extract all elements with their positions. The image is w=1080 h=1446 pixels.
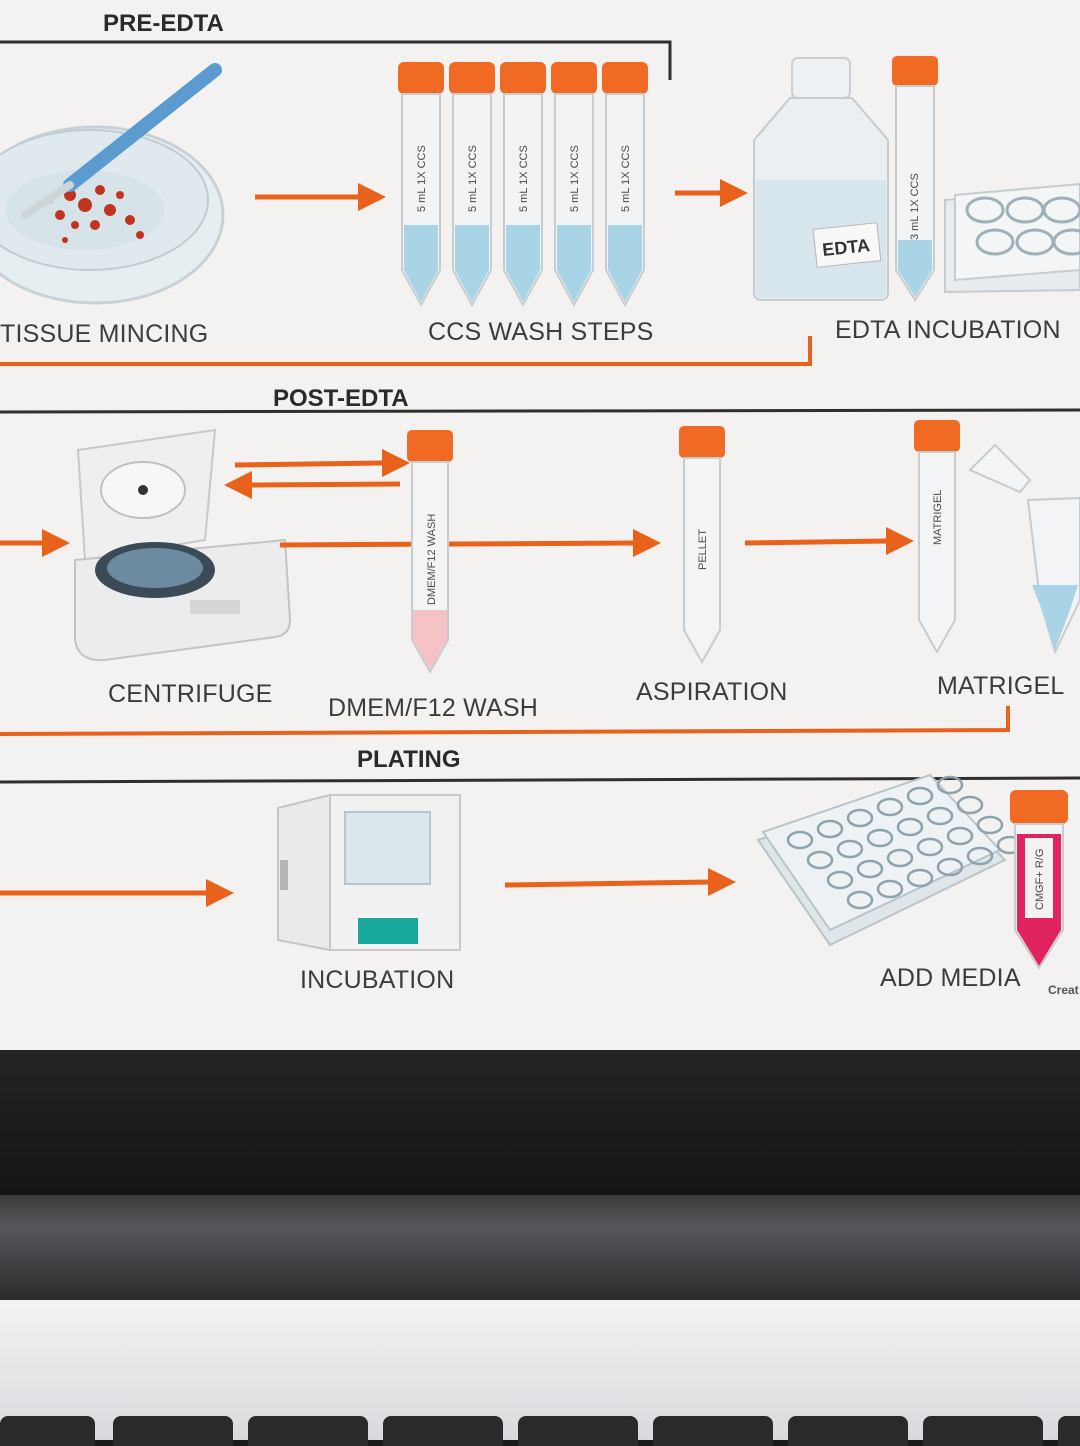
- credit-text: Creat: [1048, 983, 1079, 997]
- media-tube-icon: [1010, 790, 1068, 970]
- tube-label: 5 mL 1X CCS: [467, 145, 479, 212]
- section-title-plating: PLATING: [357, 746, 461, 773]
- keyboard-key: [518, 1416, 638, 1446]
- ccs-tube-icon: 5 mL 1X CCS: [602, 62, 648, 308]
- matrigel-tube-icon: [914, 420, 960, 655]
- laptop-hinge: [0, 1195, 1080, 1300]
- arrow-icon: [0, 529, 70, 557]
- well: [916, 837, 944, 857]
- pre-edta-bracket: [0, 336, 812, 366]
- well: [966, 846, 994, 866]
- well: [896, 817, 924, 837]
- tube-label: 3 mL 1X CCS: [909, 173, 921, 240]
- step-label-aspiration: ASPIRATION: [636, 678, 788, 706]
- post-edta-bracket: [0, 706, 1010, 736]
- step-label-tissue-mincing: TISSUE MINCING: [0, 320, 209, 348]
- step-label-edta-incubation: EDTA INCUBATION: [835, 316, 1061, 344]
- arrow-icon: [255, 183, 386, 211]
- edta-tube-icon: [892, 56, 938, 302]
- plating-top-rule: [0, 776, 1080, 784]
- keyboard-key: [788, 1416, 908, 1446]
- well: [856, 859, 884, 879]
- keyboard-key: [1058, 1416, 1080, 1446]
- tube-label: 5 mL 1X CCS: [569, 145, 581, 212]
- arrow-icon: [234, 449, 410, 477]
- well: [936, 775, 964, 795]
- tube-label: MATRIGEL: [932, 490, 944, 545]
- diagram-graphics: 5 mL 1X CCS 5 mL 1X CCS 5 mL 1X CCS 5 mL 1X…: [0, 40, 1080, 970]
- dmem-tube-icon: [407, 430, 453, 675]
- well: [876, 879, 904, 899]
- step-label-matrigel: MATRIGEL: [937, 672, 1065, 700]
- keyboard-key: [0, 1416, 95, 1446]
- tube-label: DMEM/F12 WASH: [426, 514, 438, 605]
- pellet-tube-icon: [679, 426, 725, 665]
- tube-label: 5 mL 1X CCS: [416, 145, 428, 212]
- section-title-post-edta: POST-EDTA: [273, 385, 409, 412]
- step-label-incubation: INCUBATION: [300, 966, 455, 994]
- well: [946, 826, 974, 846]
- keyboard-key: [113, 1416, 233, 1446]
- well: [906, 786, 934, 806]
- step-label-ccs-wash: CCS WASH STEPS: [428, 318, 654, 346]
- arrow-icon: [744, 527, 914, 555]
- ccs-tube-icon: 5 mL 1X CCS: [551, 62, 597, 308]
- centrifuge-icon: [74, 428, 292, 662]
- edta-bottle-icon: [753, 57, 889, 301]
- arrow-icon: [504, 868, 736, 896]
- pre-edta-top-rule: [0, 40, 672, 80]
- well: [806, 850, 834, 870]
- ccs-tube-icon: 5 mL 1X CCS: [449, 62, 495, 308]
- incubator-icon: [277, 793, 461, 952]
- keyboard-key: [383, 1416, 503, 1446]
- well: [956, 795, 984, 815]
- ccs-tube-icon: 5 mL 1X CCS: [398, 62, 444, 308]
- arrow-icon: [279, 529, 661, 557]
- tube-label: 5 mL 1X CCS: [518, 145, 530, 212]
- arrow-icon: [224, 471, 401, 499]
- keyboard-key: [248, 1416, 368, 1446]
- step-label-dmem-wash: DMEM/F12 WASH: [328, 694, 539, 722]
- well: [936, 857, 964, 877]
- well: [926, 806, 954, 826]
- well: [906, 868, 934, 888]
- keyboard-key: [923, 1416, 1043, 1446]
- well: [846, 808, 874, 828]
- keyboard-key: [653, 1416, 773, 1446]
- tube-label: 5 mL 1X CCS: [620, 145, 632, 212]
- well: [876, 797, 904, 817]
- ccs-tube-icon: 5 mL 1X CCS: [500, 62, 546, 308]
- well: [976, 815, 1004, 835]
- matrigel-eppendorf-icon: [968, 443, 1080, 655]
- six-well-plate-icon: [944, 182, 1080, 294]
- petri-dish-icon: [0, 125, 225, 305]
- arrow-icon: [0, 879, 234, 907]
- well: [846, 890, 874, 910]
- edta-bottle-label: EDTA: [821, 235, 871, 260]
- well: [786, 830, 814, 850]
- arrow-icon: [675, 179, 748, 207]
- well: [866, 828, 894, 848]
- scalpel-icon: [21, 63, 222, 219]
- well: [836, 839, 864, 859]
- step-label-centrifuge: CENTRIFUGE: [108, 680, 273, 708]
- tube-label: CMGF+ R/G: [1034, 849, 1046, 910]
- step-label-add-media: ADD MEDIA: [880, 964, 1021, 992]
- section-title-pre-edta: PRE-EDTA: [103, 10, 224, 37]
- well-plate-icon: [756, 773, 1024, 947]
- tube-label: PELLET: [697, 529, 709, 570]
- laptop-bezel: [0, 1050, 1080, 1200]
- well: [886, 848, 914, 868]
- well: [826, 870, 854, 890]
- well: [816, 819, 844, 839]
- post-edta-top-rule: [0, 408, 1080, 414]
